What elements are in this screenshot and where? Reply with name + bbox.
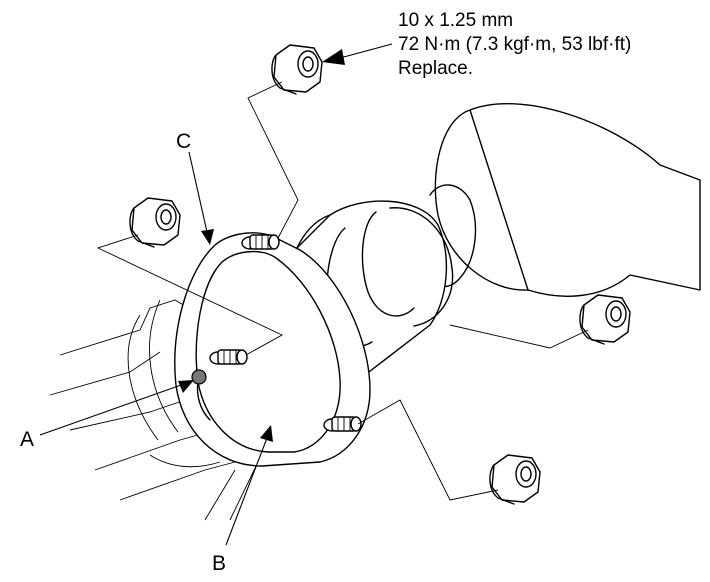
callout-label-b: B — [212, 552, 226, 575]
gasket-locator-dot — [191, 369, 207, 385]
converter-flange — [174, 232, 371, 467]
spec-note: Replace. — [398, 58, 473, 79]
spec-torque: 72 N·m (7.3 kgf·m, 53 lbf·ft) — [398, 34, 631, 55]
flange-nut-icon — [129, 44, 631, 505]
callout-label-c: C — [176, 130, 191, 153]
exhaust-pipe-rear — [403, 103, 701, 297]
installation-guide-lines — [96, 81, 589, 501]
stud-middle — [209, 349, 248, 365]
stud-bolt-icon — [209, 234, 362, 432]
spec-leader-arrow — [322, 43, 393, 65]
callout-label-a: A — [20, 428, 34, 451]
stud-lower — [323, 416, 362, 432]
stud-upper — [241, 234, 280, 250]
nut-top — [271, 44, 323, 95]
callout-leader-c — [188, 151, 214, 245]
callout-leader-b — [225, 425, 273, 546]
spec-size: 10 x 1.25 mm — [398, 10, 513, 31]
nut-left — [129, 197, 181, 248]
nut-bottom — [489, 454, 541, 505]
nut-right — [579, 294, 631, 345]
callout-leader-a — [39, 380, 194, 436]
